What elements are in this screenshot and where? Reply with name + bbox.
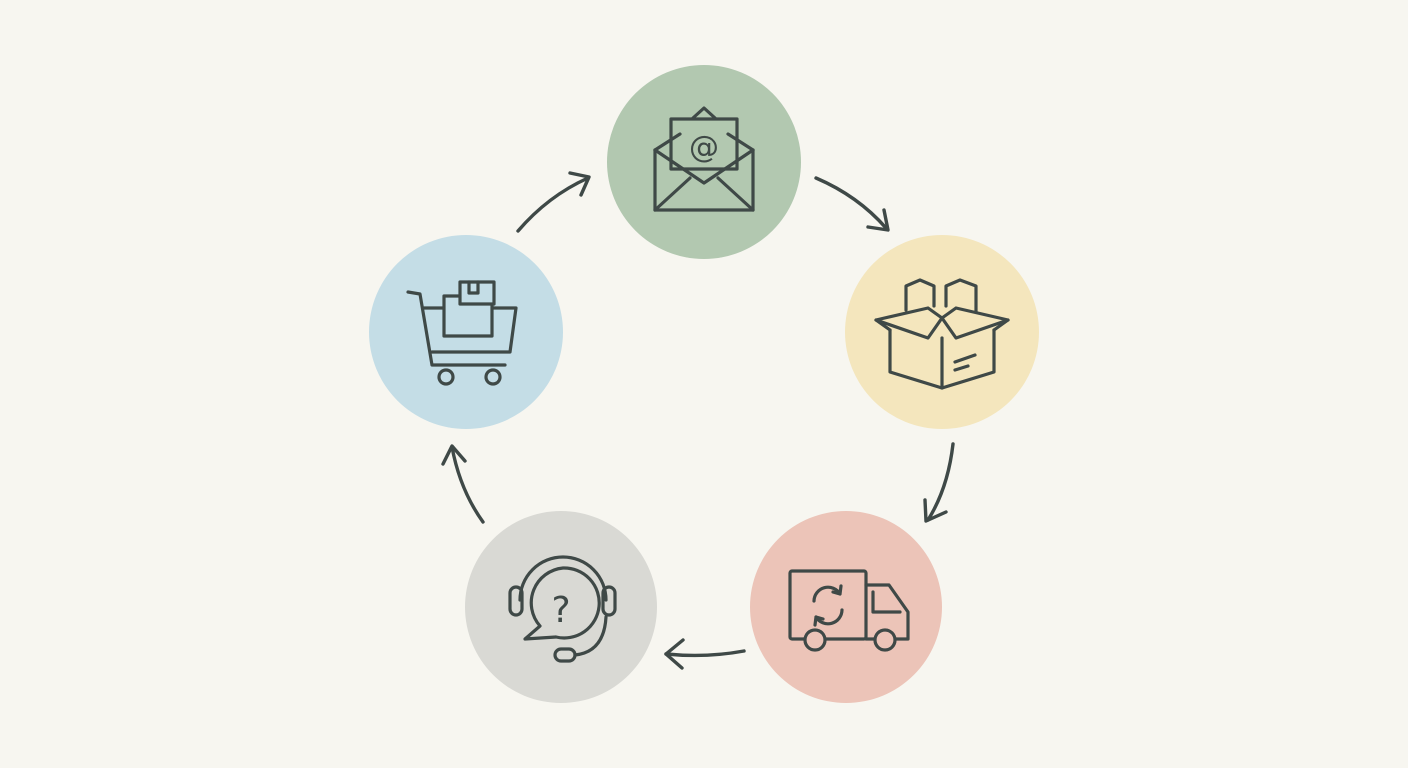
node-delivery-circle xyxy=(750,511,942,703)
arrow-delivery-to-support xyxy=(664,638,746,670)
open-box-icon xyxy=(874,278,1010,390)
envelope-at-icon xyxy=(653,106,755,212)
arrow-email-to-package xyxy=(814,176,890,232)
truck-return-icon xyxy=(788,569,910,652)
at-glyph: @ xyxy=(689,130,719,165)
headset-question-icon xyxy=(508,555,617,663)
node-support-circle xyxy=(465,511,657,703)
arrow-package-to-delivery xyxy=(923,442,955,523)
arrow-cart-to-email xyxy=(516,171,591,233)
node-package-circle xyxy=(845,235,1039,429)
shopping-cart-icon xyxy=(406,280,518,386)
arrow-support-to-cart xyxy=(441,444,485,524)
question-glyph: ? xyxy=(551,590,570,631)
